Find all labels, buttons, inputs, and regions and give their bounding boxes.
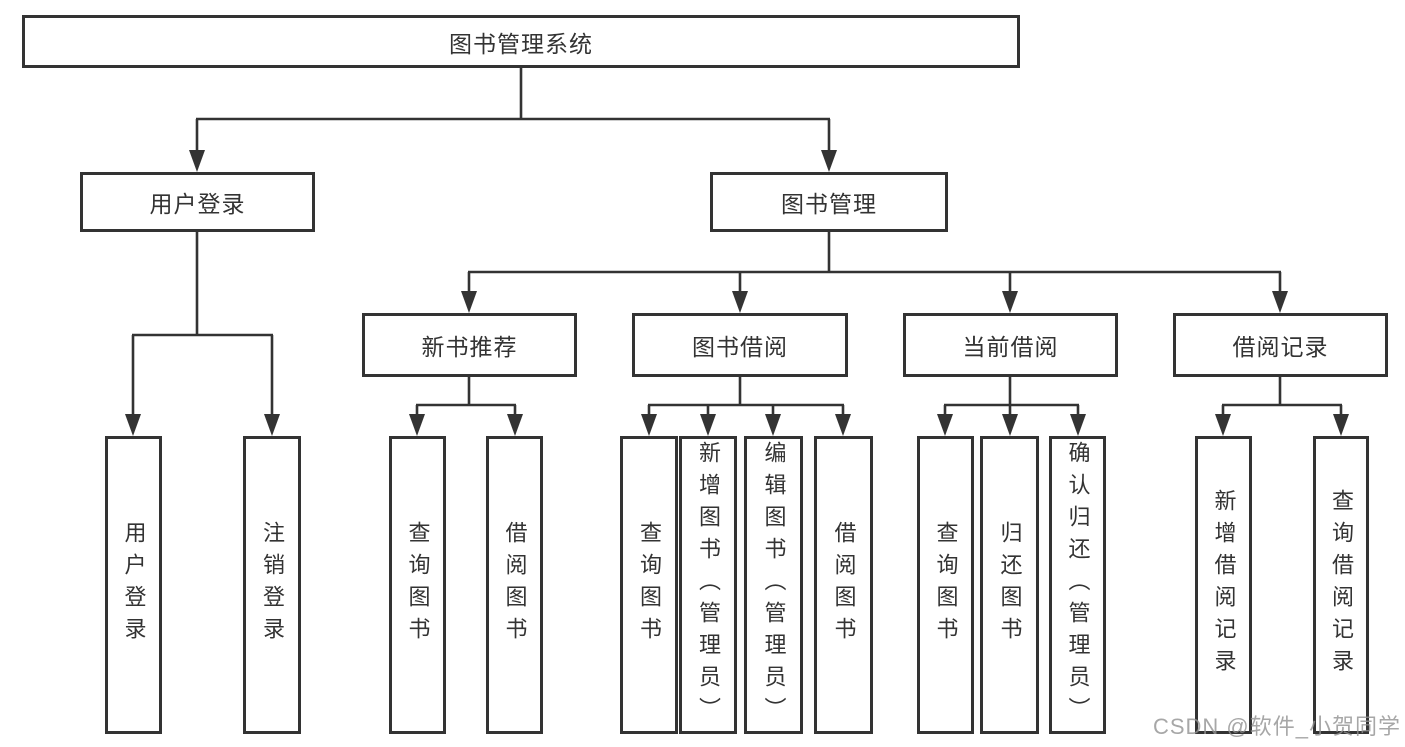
leaf-add-borrow-record: 新增借阅记录 bbox=[1195, 436, 1252, 734]
node-current-borrow-label: 当前借阅 bbox=[962, 334, 1059, 360]
leaf-query-borrow-record: 查询借阅记录 bbox=[1313, 436, 1369, 734]
node-root-label: 图书管理系统 bbox=[449, 30, 593, 57]
node-root: 图书管理系统 bbox=[22, 15, 1020, 68]
csdn-watermark: CSDN @软件_小贺同学 bbox=[1152, 714, 1401, 739]
node-book-management-label: 图书管理 bbox=[781, 191, 877, 217]
leaf-edit-books-admin: 编辑图书（管理员） bbox=[744, 436, 803, 734]
leaf-query-books-borrow: 查询图书 bbox=[620, 436, 678, 734]
leaf-query-books-recommend: 查询图书 bbox=[389, 436, 446, 734]
node-borrow-records: 借阅记录 bbox=[1173, 313, 1388, 377]
leaf-add-books-admin: 新增图书（管理员） bbox=[679, 436, 737, 734]
node-borrow-records-label: 借阅记录 bbox=[1232, 334, 1329, 360]
node-new-book-recommend-label: 新书推荐 bbox=[421, 334, 518, 360]
node-current-borrow: 当前借阅 bbox=[903, 313, 1118, 377]
node-new-book-recommend: 新书推荐 bbox=[362, 313, 577, 377]
node-user-login: 用户登录 bbox=[80, 172, 315, 232]
leaf-logout: 注销登录 bbox=[243, 436, 301, 734]
leaf-query-books-current: 查询图书 bbox=[917, 436, 974, 734]
node-book-management: 图书管理 bbox=[710, 172, 948, 232]
leaf-user-login: 用户登录 bbox=[105, 436, 162, 734]
leaf-borrow-books: 借阅图书 bbox=[814, 436, 873, 734]
arrowheads bbox=[125, 150, 1349, 436]
leaf-borrow-books-recommend: 借阅图书 bbox=[486, 436, 543, 734]
node-user-login-label: 用户登录 bbox=[149, 191, 246, 217]
node-book-borrow-label: 图书借阅 bbox=[692, 334, 788, 360]
leaf-return-books: 归还图书 bbox=[980, 436, 1039, 734]
node-book-borrow: 图书借阅 bbox=[632, 313, 848, 377]
leaf-confirm-return-admin: 确认归还（管理员） bbox=[1049, 436, 1106, 734]
